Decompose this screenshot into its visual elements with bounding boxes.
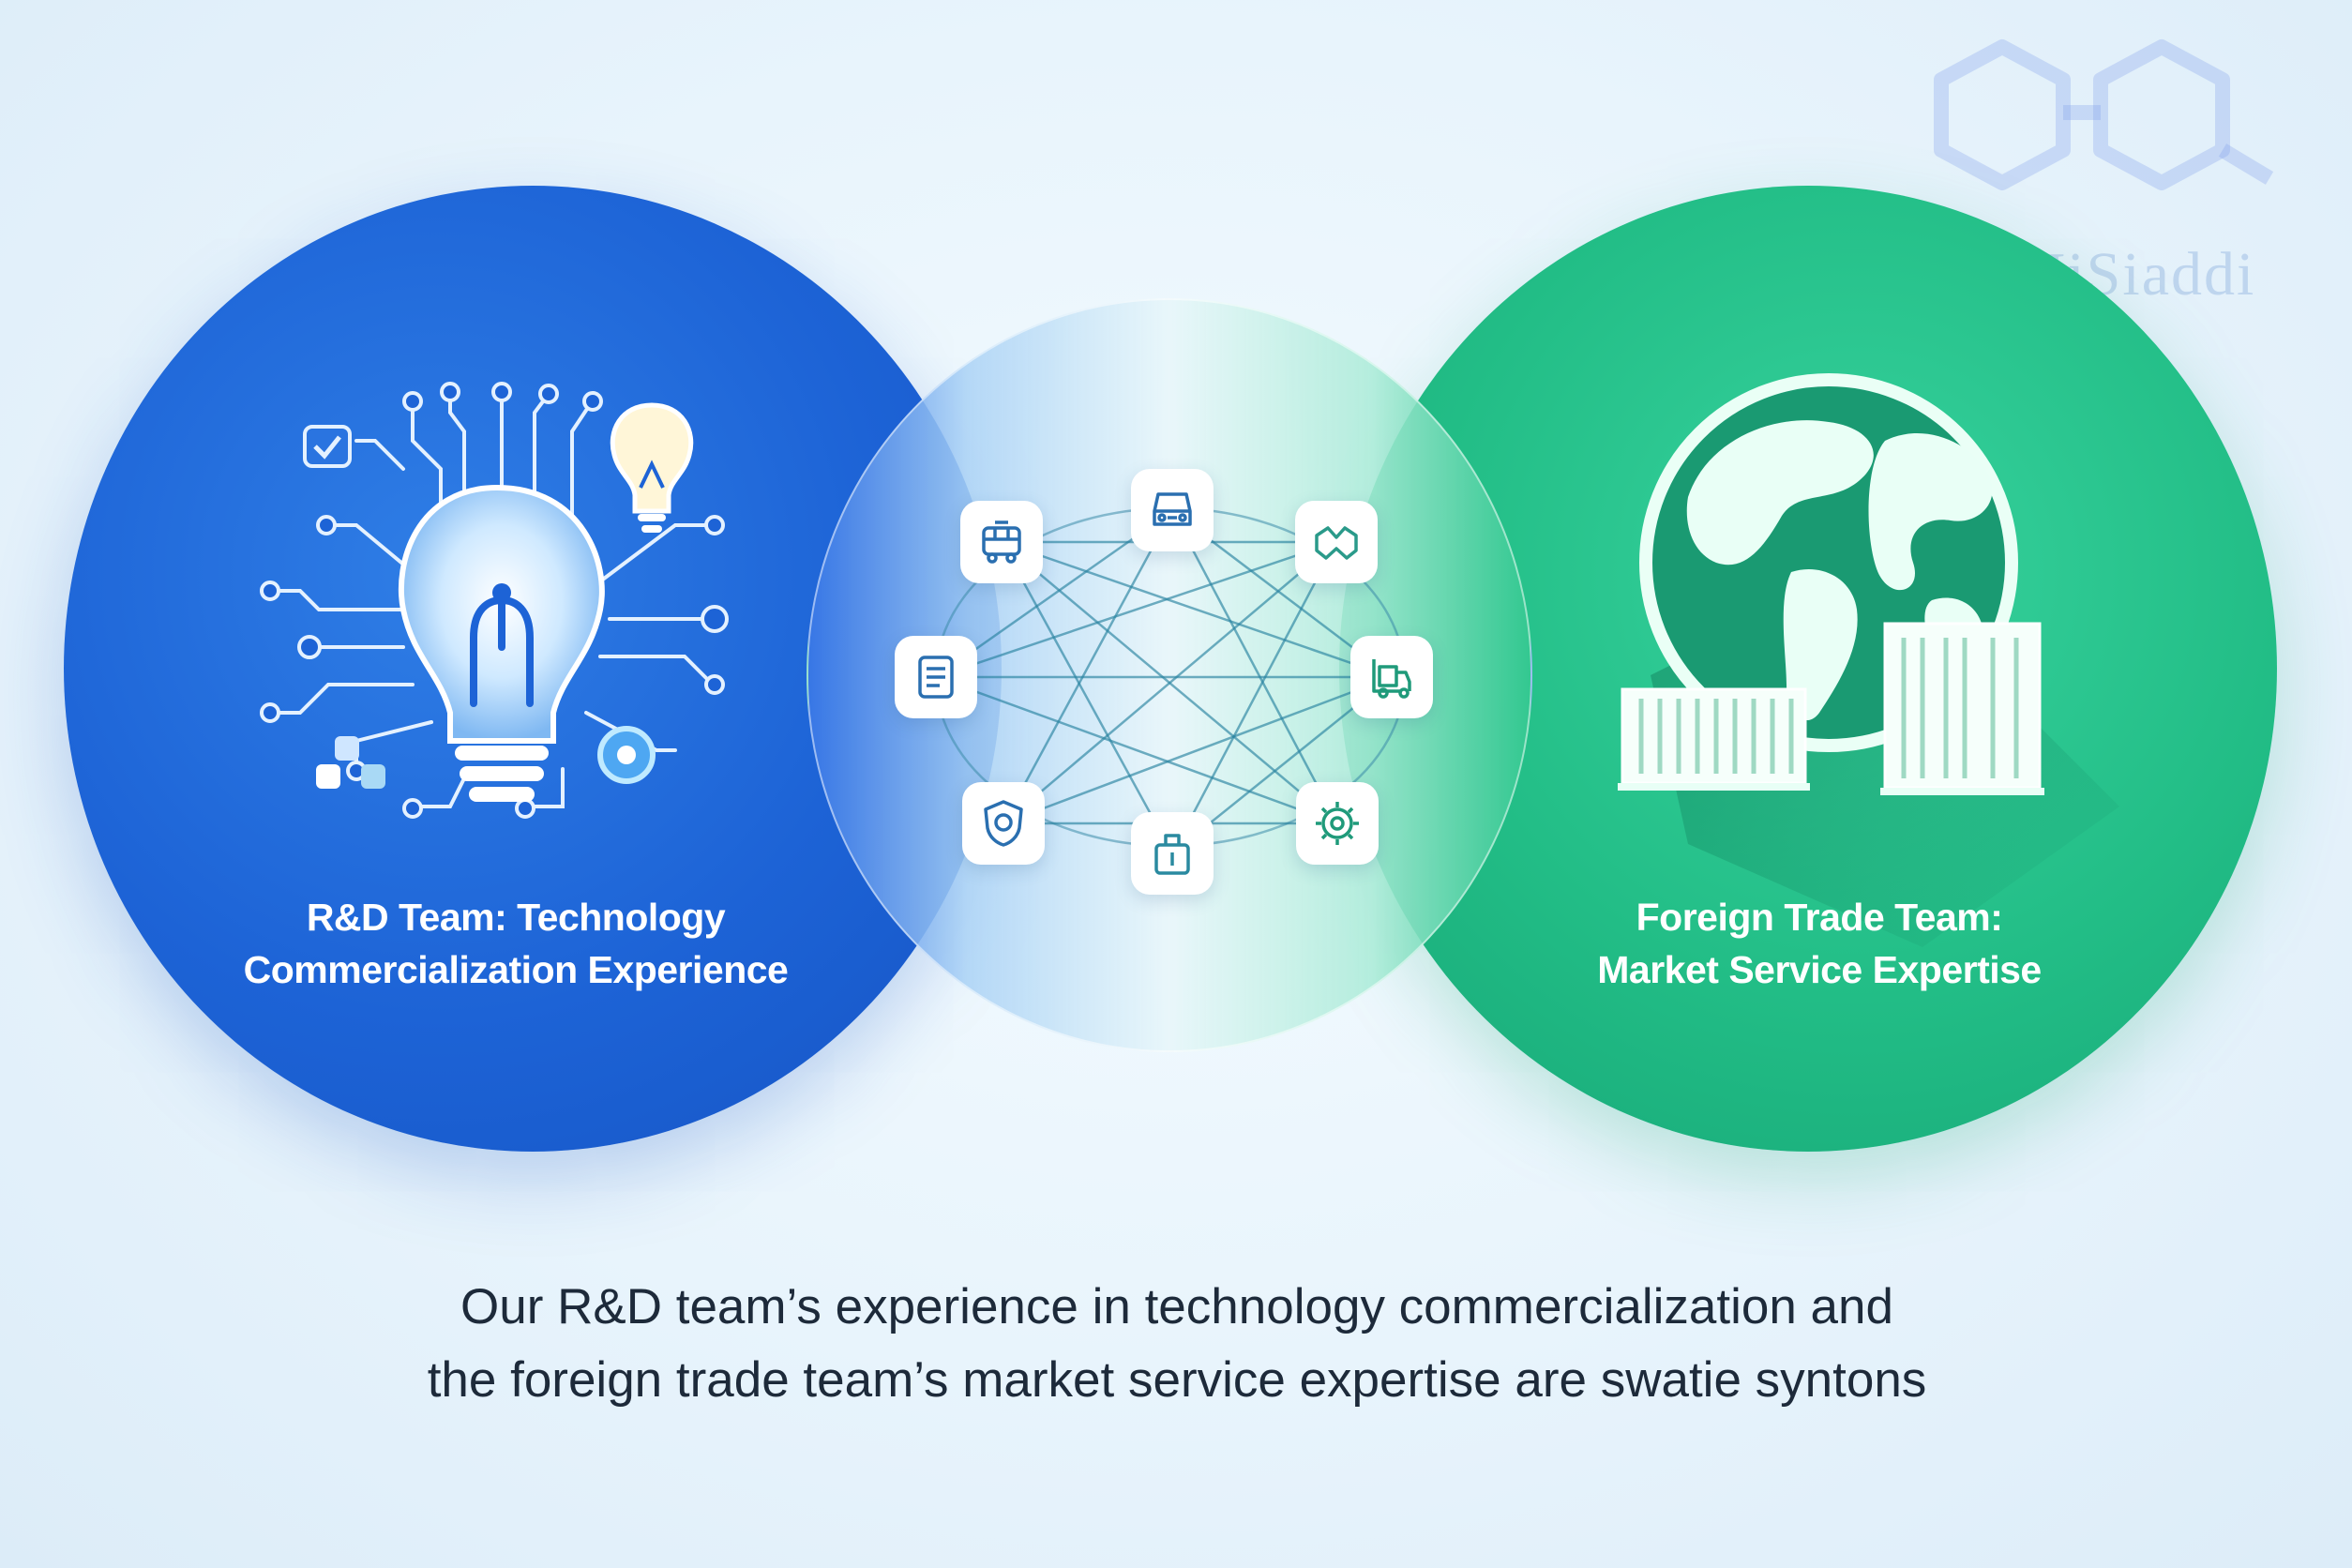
summary-line1: Our R&D team’s experience in technology … (460, 1279, 1893, 1334)
document-icon (918, 656, 954, 699)
summary-line2: the foreign trade team’s market service … (427, 1352, 1927, 1408)
shipping-container-left (1618, 687, 1810, 791)
document-icon-node (895, 636, 977, 718)
foreign-trade-caption: Foreign Trade Team: Market Service Exper… (1463, 891, 2176, 996)
rd-team-caption-line2: Commercialization Experience (243, 948, 789, 991)
forklift-icon-node (1350, 636, 1433, 718)
handshake-icon-node (1295, 501, 1378, 583)
package-icon (1154, 834, 1190, 875)
shield-icon-node (962, 782, 1045, 865)
shield-icon (984, 800, 1023, 847)
handshake-icon (1315, 526, 1358, 560)
train-icon-node (960, 501, 1043, 583)
foreign-trade-caption-line2: Market Service Expertise (1597, 948, 2042, 991)
forklift-icon (1372, 659, 1411, 699)
gear-icon-node (1296, 782, 1379, 865)
package-icon-node (1131, 812, 1214, 895)
shipping-container-right (1880, 622, 2044, 795)
foreign-trade-caption-line1: Foreign Trade Team: (1636, 896, 2003, 939)
truck-icon-node (1131, 469, 1214, 551)
train-icon (982, 520, 1021, 564)
rd-team-caption-line1: R&D Team: Technology (306, 896, 726, 939)
summary-statement: Our R&D team’s experience in technology … (225, 1271, 2129, 1417)
gear-icon (1316, 802, 1359, 845)
truck-icon (1153, 492, 1192, 526)
hexagon-logo-icon (1934, 39, 2274, 190)
rd-team-caption: R&D Team: Technology Commercialization E… (188, 891, 844, 996)
